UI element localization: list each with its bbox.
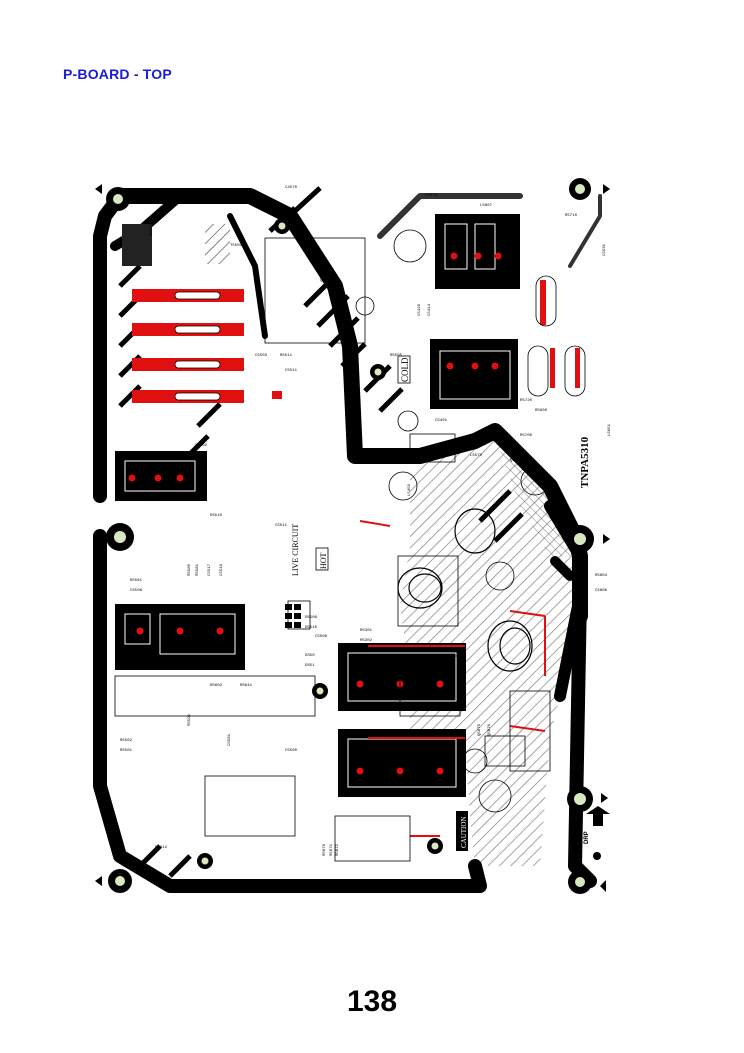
svg-text:Q5502: Q5502 xyxy=(320,279,333,283)
svg-text:R5581: R5581 xyxy=(196,563,200,576)
svg-text:C5508: C5508 xyxy=(315,635,328,639)
svg-text:DS50: DS50 xyxy=(305,654,315,658)
svg-text:R5505: R5505 xyxy=(390,354,403,358)
svg-text:P1501: P1501 xyxy=(98,423,102,436)
svg-text:R5710: R5710 xyxy=(565,214,578,218)
svg-text:D5510: D5510 xyxy=(305,626,318,630)
svg-text:C5502: C5502 xyxy=(195,444,208,448)
svg-text:Q5876: Q5876 xyxy=(488,723,492,736)
svg-text:C5401: C5401 xyxy=(435,419,448,423)
svg-text:DRP: DRP xyxy=(584,831,590,844)
drp-label: DRP xyxy=(584,831,590,844)
svg-text:F5812: F5812 xyxy=(155,846,168,850)
svg-text:R5505: R5505 xyxy=(150,223,154,236)
svg-text:R5501: R5501 xyxy=(120,749,133,753)
dashed-traces xyxy=(118,186,524,878)
svg-text:L5651: L5651 xyxy=(608,423,612,436)
svg-text:L5450: L5450 xyxy=(408,483,412,496)
board-code-label: TNPA5310 xyxy=(579,436,591,488)
svg-text:D5509: D5509 xyxy=(305,616,318,620)
ic-pads xyxy=(285,454,410,628)
mounting-holes xyxy=(106,178,601,894)
svg-text:R5302: R5302 xyxy=(360,639,373,643)
svg-text:R5301: R5301 xyxy=(360,629,373,633)
svg-text:C5500: C5500 xyxy=(285,749,298,753)
board-label-live-circuit: LIVE CIRCUIT xyxy=(291,524,300,576)
svg-text:C5574: C5574 xyxy=(425,194,438,198)
page-title: P-BOARD - TOP xyxy=(63,66,172,82)
svg-text:R5511: R5511 xyxy=(280,354,293,358)
svg-text:R5830: R5830 xyxy=(535,409,548,413)
svg-text:R5870: R5870 xyxy=(323,843,327,856)
svg-text:T5501: T5501 xyxy=(230,244,243,248)
svg-text:HOT: HOT xyxy=(319,552,328,569)
svg-text:R5591: R5591 xyxy=(188,713,192,726)
red-test-points xyxy=(128,252,580,775)
svg-text:C5581: C5581 xyxy=(228,733,232,746)
svg-text:R5561: R5561 xyxy=(130,579,143,583)
svg-text:C5511: C5511 xyxy=(275,524,288,528)
svg-text:C5506: C5506 xyxy=(130,589,143,593)
svg-text:DS51: DS51 xyxy=(305,664,315,668)
svg-text:D5502: D5502 xyxy=(150,192,163,196)
svg-text:C5414: C5414 xyxy=(428,303,432,316)
svg-text:R5700: R5700 xyxy=(520,434,533,438)
svg-text:D5510: D5510 xyxy=(210,514,223,518)
svg-text:R5872: R5872 xyxy=(336,843,340,856)
svg-text:R5641: R5641 xyxy=(240,684,253,688)
svg-text:CAUTION: CAUTION xyxy=(460,817,468,849)
svg-text:C4570: C4570 xyxy=(285,186,298,190)
svg-text:R5580: R5580 xyxy=(188,563,192,576)
heatsink-bars xyxy=(132,289,244,403)
svg-text:C5503: C5503 xyxy=(255,354,268,358)
caution-label: CAUTION xyxy=(456,811,468,851)
svg-text:C5806: C5806 xyxy=(595,589,608,593)
svg-text:C5420: C5420 xyxy=(418,303,422,316)
svg-text:COLD: COLD xyxy=(400,357,410,382)
svg-text:C5511: C5511 xyxy=(285,369,298,373)
board-label-cold: COLD xyxy=(397,355,411,384)
svg-text:R5562: R5562 xyxy=(120,739,133,743)
svg-text:C5510: C5510 xyxy=(220,563,224,576)
board-label-hot: HOT xyxy=(315,547,329,571)
svg-text:R5720: R5720 xyxy=(520,399,533,403)
svg-text:R5804: R5804 xyxy=(595,574,608,578)
svg-text:C5517: C5517 xyxy=(208,563,212,576)
svg-text:L5807: L5807 xyxy=(480,204,493,208)
svg-text:Q5875: Q5875 xyxy=(478,723,482,736)
svg-text:L5570: L5570 xyxy=(470,454,483,458)
svg-text:R5602: R5602 xyxy=(210,684,223,688)
svg-text:R5871: R5871 xyxy=(330,843,334,856)
svg-text:TNPA5310: TNPA5310 xyxy=(579,436,591,488)
component-outlines xyxy=(114,229,586,862)
svg-text:C5531: C5531 xyxy=(603,243,607,256)
arrow-icons xyxy=(95,184,610,892)
svg-text:Q5870: Q5870 xyxy=(510,459,523,463)
svg-text:LIVE CIRCUIT: LIVE CIRCUIT xyxy=(291,524,300,576)
coil-windings xyxy=(397,508,533,672)
page-number: 138 xyxy=(346,985,398,1018)
